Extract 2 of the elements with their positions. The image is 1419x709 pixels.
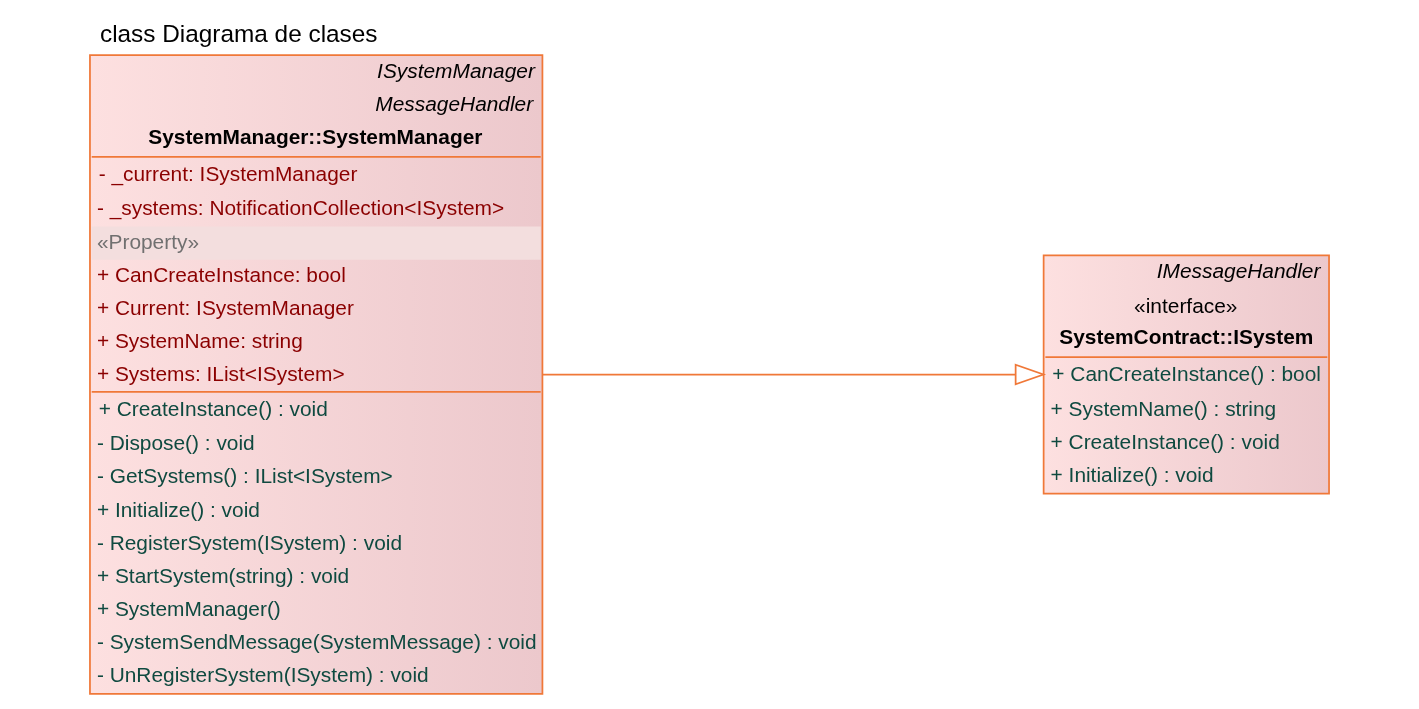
arrow: [541, 363, 1047, 386]
diagram-title: class Diagrama de clases: [99, 19, 378, 47]
